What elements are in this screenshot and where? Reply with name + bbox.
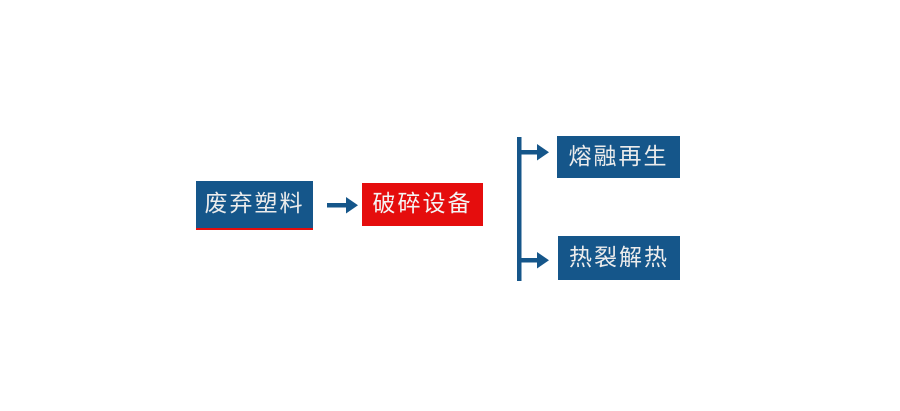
branch-vertical-line [517, 137, 522, 281]
node-label: 废弃塑料 [204, 191, 305, 217]
node-label: 破碎设备 [372, 191, 473, 217]
arrow-right-icon [327, 197, 358, 214]
arrow-head [537, 252, 549, 269]
node-pyrolysis-heat: 热裂解热 [558, 236, 680, 280]
node-waste-plastic: 废弃塑料 [196, 181, 313, 230]
node-label: 熔融再生 [568, 143, 669, 170]
node-crushing-equipment: 破碎设备 [362, 183, 483, 226]
arrow-shaft [519, 258, 539, 263]
arrow-head [537, 144, 549, 161]
node-melt-regeneration: 熔融再生 [557, 136, 680, 178]
arrow-right-icon [519, 144, 549, 161]
arrow-head [346, 197, 358, 214]
node-label: 热裂解热 [569, 244, 669, 271]
arrow-shaft [327, 203, 348, 208]
arrow-shaft [519, 150, 539, 155]
arrow-right-icon [519, 252, 549, 269]
